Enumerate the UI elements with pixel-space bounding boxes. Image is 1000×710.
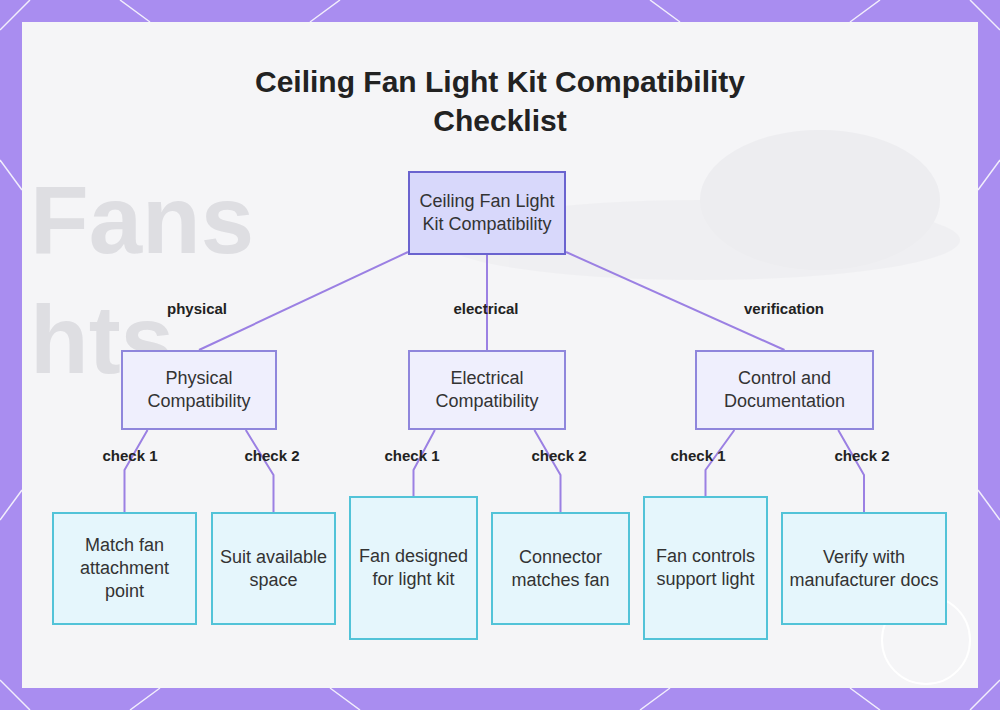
node-text: Physical Compatibility [129, 367, 269, 413]
edge-label: check 2 [244, 447, 299, 464]
connector-line [246, 430, 274, 512]
node-text: Suit available space [219, 546, 328, 592]
connector-line [199, 252, 408, 350]
category-box: Physical Compatibility [121, 350, 277, 430]
edge-label: check 1 [384, 447, 439, 464]
node-text: Control and Documentation [703, 367, 866, 413]
node-text: Connector matches fan [499, 546, 622, 592]
node-text: Match fan attachment point [60, 534, 189, 603]
category-box: Control and Documentation [695, 350, 874, 430]
check-box: Suit available space [211, 512, 336, 625]
edge-label: check 2 [834, 447, 889, 464]
edge-label: verification [744, 300, 824, 317]
check-box: Fan controls support light [643, 496, 768, 640]
edge-label: check 1 [670, 447, 725, 464]
node-text: Electrical Compatibility [416, 367, 558, 413]
connector-line [838, 430, 864, 512]
edge-label: check 2 [531, 447, 586, 464]
edge-label: physical [167, 300, 227, 317]
connector-line [125, 430, 148, 512]
diagram-title: Ceiling Fan Light Kit Compatibility Chec… [200, 62, 800, 140]
check-box: Match fan attachment point [52, 512, 197, 625]
node-text: Fan controls support light [651, 545, 760, 591]
panel [22, 22, 978, 688]
node-text: Ceiling Fan Light Kit Compatibility [416, 190, 558, 236]
check-box: Fan designed for light kit [349, 496, 478, 640]
check-box: Verify with manufacturer docs [781, 512, 947, 625]
node-text: Fan designed for light kit [357, 545, 470, 591]
edge-label: electrical [453, 300, 518, 317]
category-box: Electrical Compatibility [408, 350, 566, 430]
edge-label: check 1 [102, 447, 157, 464]
check-box: Connector matches fan [491, 512, 630, 625]
watermark-text: Fans [30, 170, 254, 270]
node-text: Verify with manufacturer docs [789, 546, 939, 592]
connector-line [534, 430, 560, 512]
root-box: Ceiling Fan Light Kit Compatibility [408, 171, 566, 255]
